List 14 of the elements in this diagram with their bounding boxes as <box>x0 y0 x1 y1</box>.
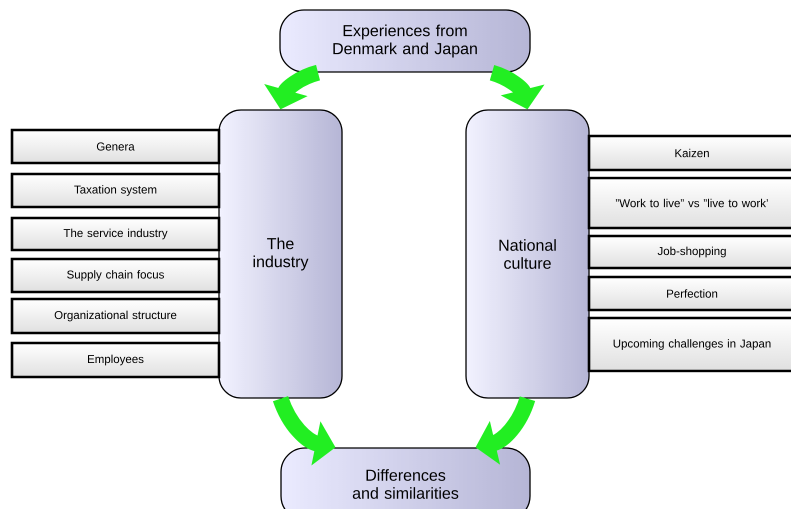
pill-box: Experiences from Denmark and Japan <box>279 9 531 73</box>
list-box: Upcoming challenges in Japan <box>588 316 791 372</box>
list-box: Job-shopping <box>588 234 791 270</box>
list-box: Organizational structure <box>10 298 220 334</box>
list-box: Kaizen <box>588 134 791 172</box>
list-box: Perfection <box>588 276 791 312</box>
list-box: The service industry <box>10 216 220 252</box>
list-box: ”Work to live” vs ”live to work’ <box>588 176 791 230</box>
list-box: Genera <box>10 128 220 164</box>
rounded-box: The industry <box>218 109 343 399</box>
list-box: Supply chain focus <box>10 258 220 294</box>
rounded-box: National culture <box>465 109 590 399</box>
list-box: Taxation system <box>10 172 220 208</box>
list-box: Employees <box>10 342 220 378</box>
